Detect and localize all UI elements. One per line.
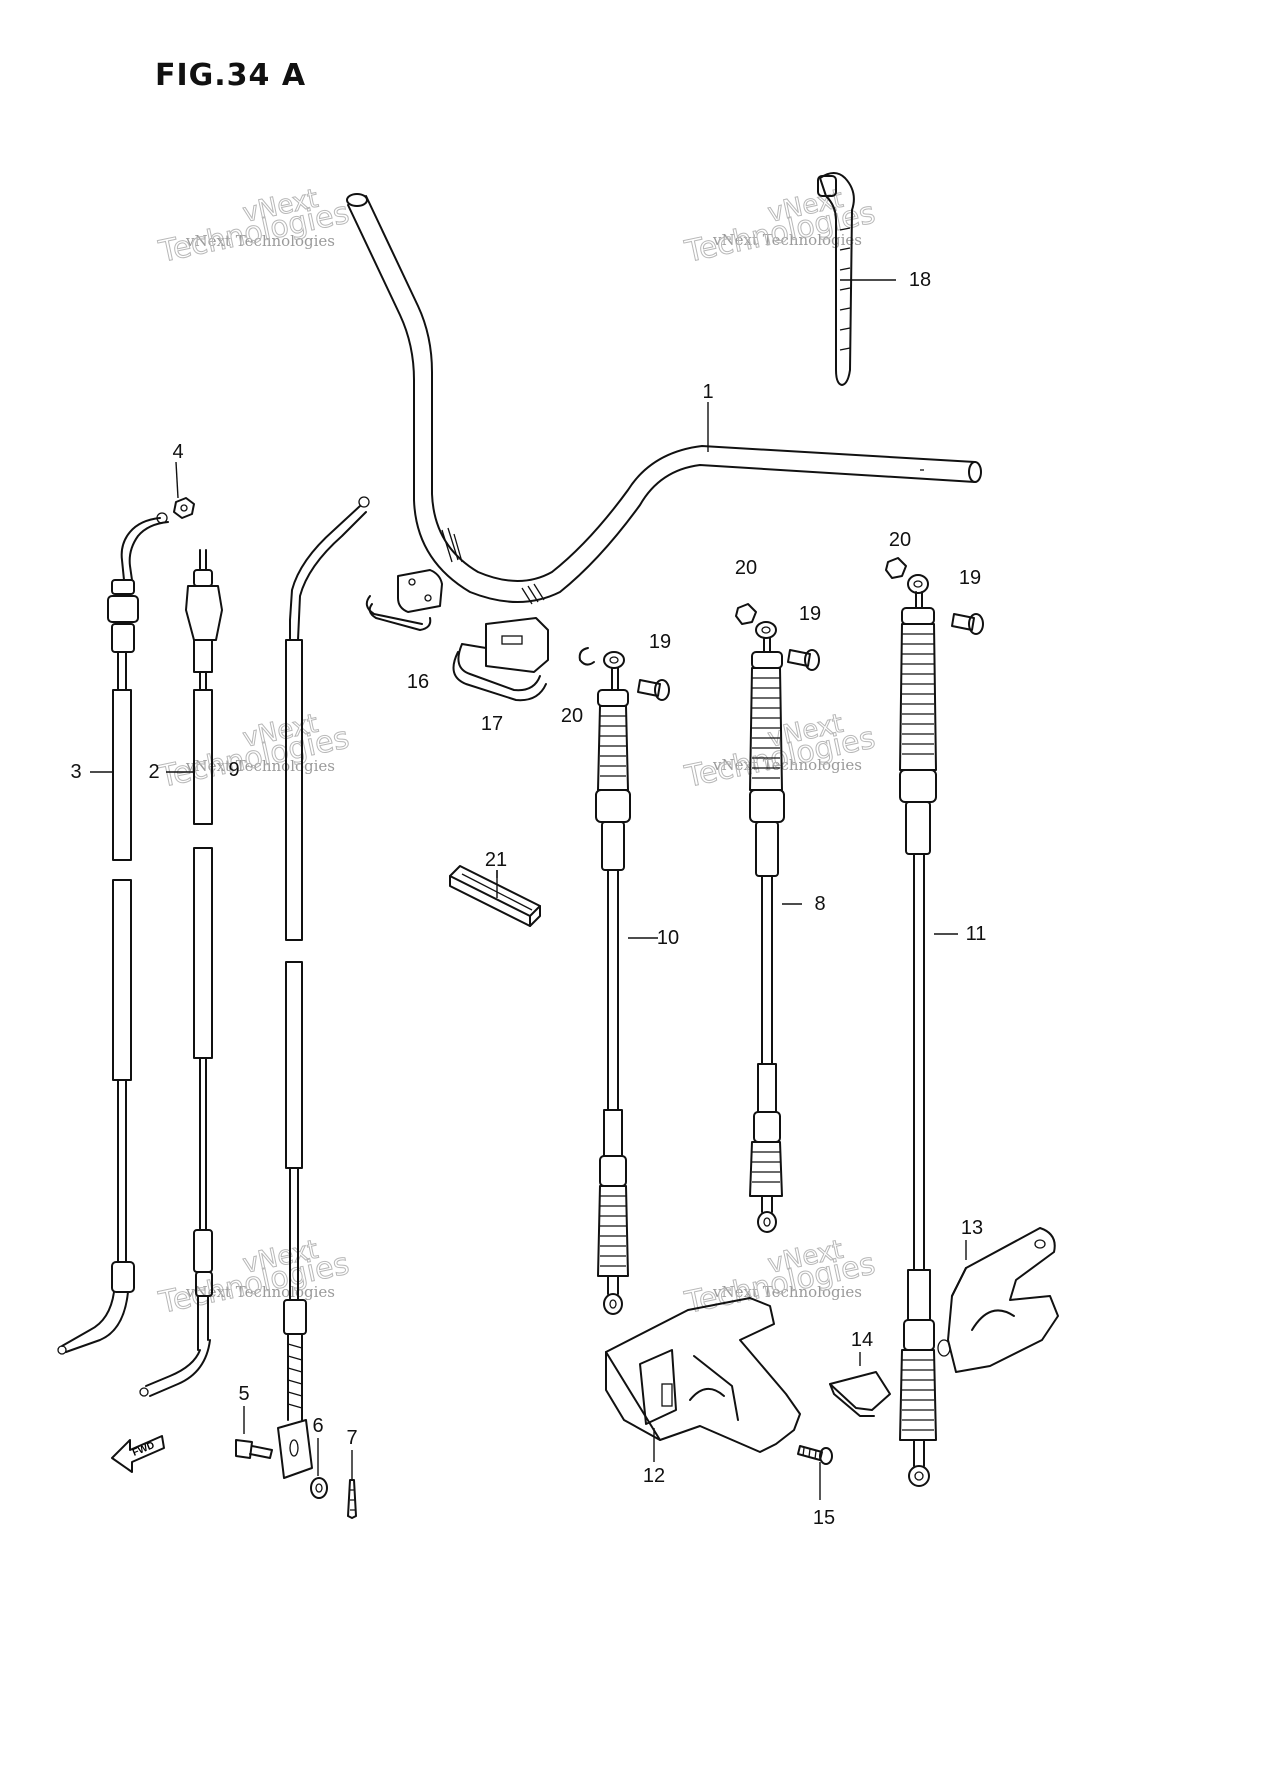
- holder-part-16: [365, 569, 443, 631]
- callout-7: 7: [346, 1427, 357, 1449]
- watermark-text: vNext Technologies: [712, 1283, 862, 1301]
- cotter-pin-part-7: [347, 1479, 357, 1519]
- watermark: vNext Technologies vNext Technologies: [155, 708, 353, 795]
- watermark: vNext Technologies vNext Technologies: [155, 183, 353, 270]
- callout-6: 6: [312, 1415, 323, 1437]
- cable-part-2: [139, 549, 223, 1397]
- callout-1: 1: [702, 381, 713, 403]
- callout-11: 11: [966, 923, 987, 945]
- callout-4: 4: [172, 441, 183, 463]
- clip-part-20c: [885, 557, 907, 579]
- callout-19a: 19: [649, 631, 671, 653]
- bolt-part-5: [235, 1439, 273, 1459]
- cable-bracket-part-12: [605, 1297, 801, 1453]
- watermark: vNext Technologies vNext Technologies: [155, 1234, 353, 1321]
- watermark-text: vNext Technologies: [185, 757, 335, 775]
- callout-18: 18: [909, 269, 931, 291]
- callout-13: 13: [961, 1217, 983, 1239]
- callout-3: 3: [70, 761, 81, 783]
- pin-part-19c: [951, 613, 984, 635]
- callout-17: 17: [481, 713, 503, 735]
- callout-2: 2: [148, 761, 159, 783]
- clip-part-20b: [735, 603, 757, 625]
- pin-part-19b: [787, 649, 820, 671]
- callout-20a: 20: [561, 705, 583, 727]
- watermark: vNext Technologies vNext Technologies: [681, 183, 879, 270]
- callout-20b: 20: [735, 557, 757, 579]
- callout-8: 8: [814, 893, 825, 915]
- fwd-arrow-icon: FWD: [111, 1435, 165, 1473]
- callout-5: 5: [238, 1383, 249, 1405]
- shift-cable-part-8: [749, 621, 785, 1233]
- figure-title: FIG.34 A: [155, 58, 307, 93]
- callouts: 1 2 3 4 5 6 7 8 9 10 11 12 13 14 15 16 1…: [70, 269, 986, 1529]
- watermark-group: vNext Technologies vNext Technologies vN…: [155, 183, 879, 1321]
- watermark: vNext Technologies vNext Technologies: [681, 1234, 879, 1321]
- clamp-part-14: [829, 1371, 891, 1417]
- clip-part-20a: [578, 647, 595, 666]
- callout-14: 14: [851, 1329, 873, 1351]
- shift-cable-part-10: [595, 651, 631, 1315]
- watermark-text: vNext Technologies: [712, 231, 862, 249]
- nut-part-4: [173, 497, 195, 519]
- holder-part-17: [452, 617, 549, 702]
- screw-part-15: [797, 1445, 833, 1465]
- callout-20c: 20: [889, 529, 911, 551]
- pin-part-19a: [637, 679, 670, 701]
- washer-part-6: [310, 1477, 328, 1499]
- callout-15: 15: [813, 1507, 835, 1529]
- cable-part-left: [277, 496, 370, 1479]
- callout-10: 10: [657, 927, 679, 949]
- callout-21: 21: [485, 849, 507, 871]
- cable-part-3: [57, 512, 169, 1355]
- handlebar-part: [346, 193, 982, 605]
- tie-band-part: [817, 172, 855, 386]
- leader-lines: [90, 279, 967, 1500]
- grip-pad-part: [449, 865, 541, 927]
- callout-9: 9: [228, 759, 239, 781]
- callout-16: 16: [407, 671, 429, 693]
- callout-12: 12: [643, 1465, 665, 1487]
- cable-bracket-part-13: [937, 1227, 1059, 1373]
- callout-19c: 19: [959, 567, 981, 589]
- callout-19b: 19: [799, 603, 821, 625]
- shift-cable-part-11: [899, 574, 937, 1487]
- watermark-text: vNext Technologies: [185, 232, 335, 250]
- watermark: vNext Technologies vNext Technologies: [681, 708, 879, 795]
